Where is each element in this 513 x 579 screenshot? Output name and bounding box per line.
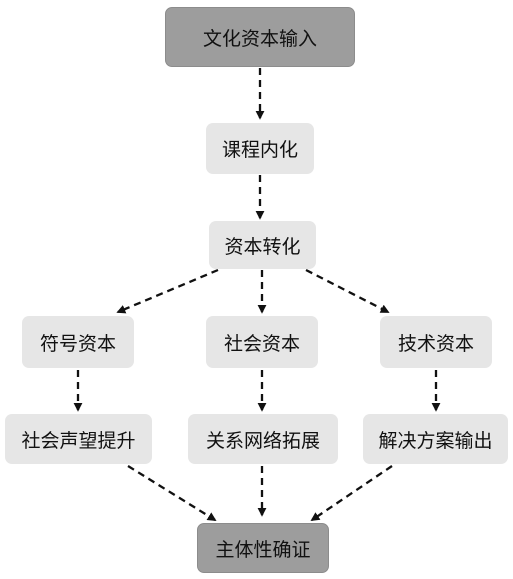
node-symbolic-capital: 符号资本 — [22, 316, 134, 368]
edge-reputation-to-subjectivity — [127, 465, 217, 521]
node-social-capital: 社会资本 — [206, 316, 318, 368]
node-solution-output: 解决方案输出 — [363, 414, 508, 464]
node-relationship-network-expansion: 关系网络拓展 — [188, 414, 338, 464]
node-technical-capital: 技术资本 — [380, 316, 492, 368]
edge-transform-to-symbolic — [116, 268, 219, 314]
edge-solution-to-subjectivity — [310, 465, 393, 522]
node-cultural-capital-input: 文化资本输入 — [165, 7, 355, 67]
node-capital-transformation: 资本转化 — [209, 221, 316, 269]
edge-transform-to-technical — [305, 268, 390, 314]
node-curriculum-internalization: 课程内化 — [206, 123, 314, 174]
node-subjectivity-confirmation: 主体性确证 — [197, 523, 329, 573]
node-social-reputation-enhancement: 社会声望提升 — [5, 414, 152, 464]
